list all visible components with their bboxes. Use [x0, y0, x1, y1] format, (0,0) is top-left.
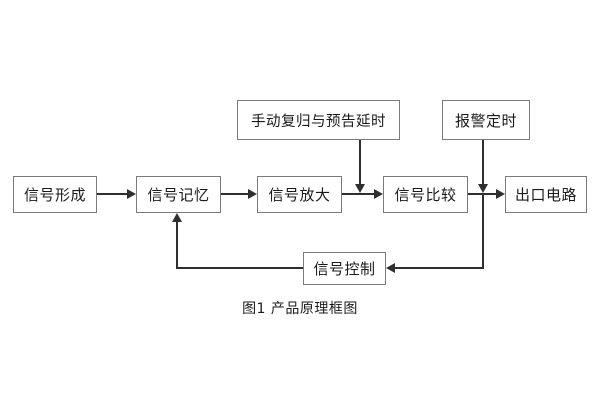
block-output-circuit[interactable]: 出口电路 [505, 176, 587, 213]
connector-feedback-to-control [395, 267, 484, 269]
block-signal-compare-label: 信号比较 [394, 186, 457, 204]
block-manual-reset-delay-label: 手动复归与预告延时 [251, 113, 386, 130]
connector-amplify-to-compare [342, 193, 374, 195]
block-signal-forming-label: 信号形成 [23, 186, 86, 204]
arrowhead-amplify-to-compare [374, 189, 383, 199]
block-signal-compare[interactable]: 信号比较 [383, 176, 468, 213]
block-signal-memory[interactable]: 信号记忆 [136, 176, 221, 213]
block-signal-control-label: 信号控制 [313, 260, 376, 278]
block-alarm-timer-label: 报警定时 [454, 111, 517, 130]
block-manual-reset-delay[interactable]: 手动复归与预告延时 [237, 100, 400, 140]
connector-forming-to-memory [97, 193, 127, 195]
arrowhead-control-to-memory [172, 213, 182, 222]
arrowhead-alarm-timer-drop [478, 184, 488, 193]
connector-compare-feedback-drop [482, 194, 484, 268]
block-signal-forming[interactable]: 信号形成 [13, 176, 97, 213]
block-output-circuit-label: 出口电路 [514, 186, 577, 204]
block-signal-memory-label: 信号记忆 [147, 186, 210, 204]
arrowhead-forming-to-memory [127, 189, 136, 199]
block-signal-control[interactable]: 信号控制 [303, 252, 386, 285]
connector-memory-to-amplify [221, 193, 248, 195]
block-signal-amplify[interactable]: 信号放大 [257, 176, 342, 213]
connector-control-riser [176, 222, 178, 267]
block-alarm-timer[interactable]: 报警定时 [442, 100, 530, 140]
arrowhead-manual-reset-drop [355, 184, 365, 193]
arrowhead-compare-to-output [496, 189, 505, 199]
block-signal-amplify-label: 信号放大 [268, 186, 331, 204]
arrowhead-memory-to-amplify [248, 189, 257, 199]
connector-manual-reset-drop [359, 140, 361, 184]
figure-caption: 图1 产品原理框图 [242, 301, 358, 317]
arrowhead-feedback-to-control [386, 263, 395, 273]
connector-alarm-timer-drop [482, 140, 484, 184]
connector-control-to-left [176, 267, 303, 269]
